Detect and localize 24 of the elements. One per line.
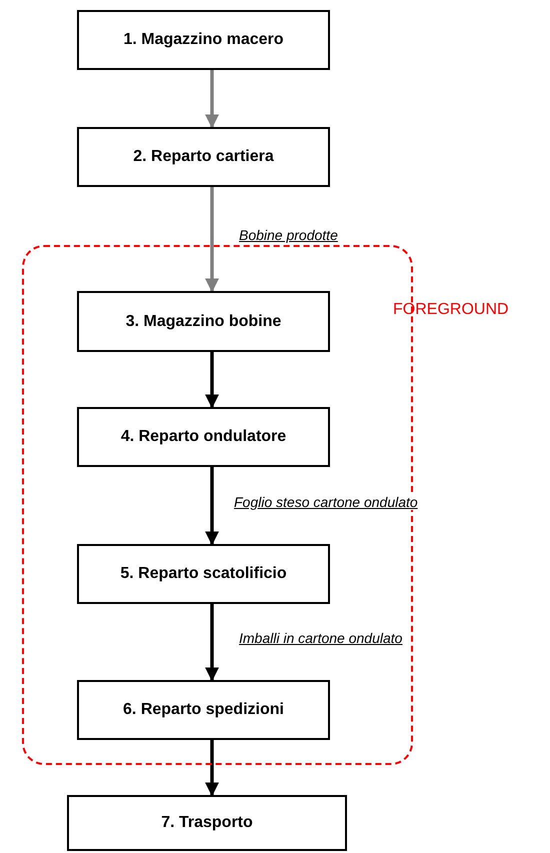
arrow	[205, 352, 219, 408]
process-box	[77, 127, 330, 187]
box-label: 7. Trasporto	[161, 814, 253, 832]
edge-label: Imballi in cartone ondulato	[237, 630, 404, 646]
box-label: 6. Reparto spedizioni	[123, 701, 284, 719]
region-label: FOREGROUND	[393, 301, 509, 319]
edge-label: Foglio steso cartone ondulato	[232, 494, 420, 510]
process-box	[67, 795, 347, 851]
arrow	[205, 467, 219, 546]
process-box	[77, 291, 330, 352]
edge-label: Bobine prodotte	[237, 227, 340, 243]
process-box	[77, 10, 330, 70]
box-label: 3. Magazzino bobine	[126, 312, 282, 330]
process-box	[77, 544, 330, 604]
arrow	[205, 70, 219, 128]
box-label: 4. Reparto ondulatore	[120, 428, 286, 446]
box-label: 1. Magazzino macero	[123, 31, 284, 49]
arrow	[205, 740, 219, 796]
process-box	[77, 407, 330, 467]
box-label: 5. Reparto scatolificio	[120, 565, 287, 583]
process-box	[77, 680, 330, 740]
arrow	[205, 187, 219, 292]
arrow	[205, 604, 219, 682]
box-label: 2. Reparto cartiera	[133, 148, 274, 166]
